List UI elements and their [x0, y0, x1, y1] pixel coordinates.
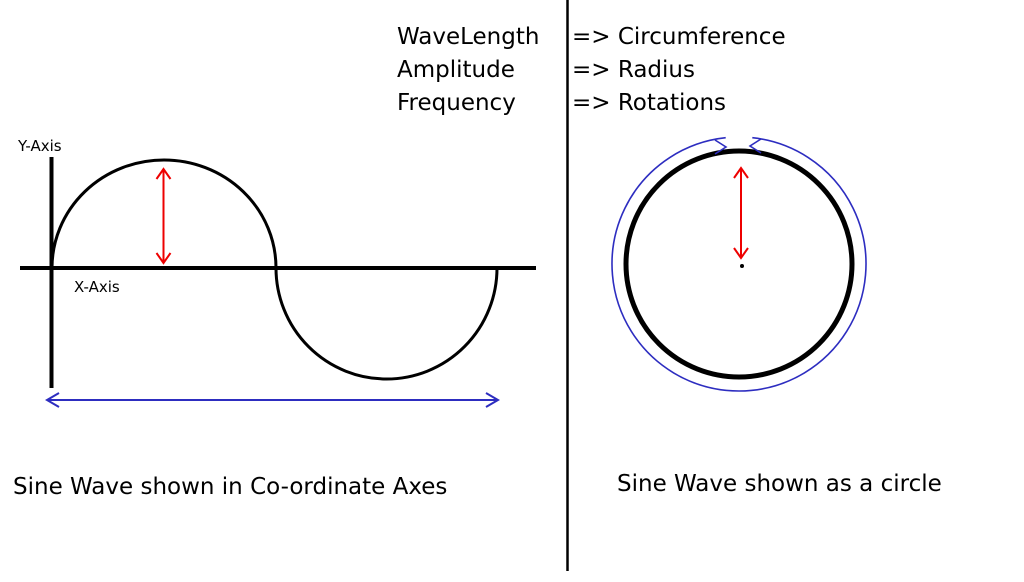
legend-mapping-radius: => Radius: [572, 57, 695, 83]
rotation-arrowhead-right: [748, 138, 762, 154]
amplitude-arrowhead-top: [155, 167, 172, 180]
legend-term-wavelength: WaveLength: [397, 24, 540, 50]
rotation-arrowhead-left: [714, 139, 728, 155]
radius-arrowhead-bottom: [733, 247, 749, 260]
wavelength-arrow: [45, 392, 500, 408]
wavelength-arrowhead-left: [45, 392, 60, 408]
amplitude-arrow: [155, 167, 172, 265]
legend-term-frequency: Frequency: [397, 90, 516, 116]
radius-arrow: [733, 166, 749, 260]
rotation-indicator: [611, 136, 867, 392]
main-circle: [623, 148, 855, 380]
x-axis-label: X-Axis: [74, 278, 120, 296]
rotation-circle-arc: [611, 136, 867, 392]
left-panel-caption: Sine Wave shown in Co-ordinate Axes: [13, 474, 448, 500]
y-axis-label: Y-Axis: [18, 137, 62, 155]
wavelength-arrowhead-right: [485, 392, 500, 408]
sine-wave-curve: [50, 158, 499, 381]
circle-panel: [611, 136, 867, 392]
legend-mapping-circumference: => Circumference: [572, 24, 786, 50]
sine-wave-panel: [20, 157, 536, 408]
amplitude-arrowhead-bottom: [155, 252, 172, 265]
circle-center-dot: [740, 264, 744, 268]
right-panel-caption: Sine Wave shown as a circle: [617, 471, 942, 497]
radius-arrowhead-top: [733, 166, 749, 179]
legend-mapping-rotations: => Rotations: [572, 90, 727, 116]
legend-term-amplitude: Amplitude: [397, 57, 515, 83]
